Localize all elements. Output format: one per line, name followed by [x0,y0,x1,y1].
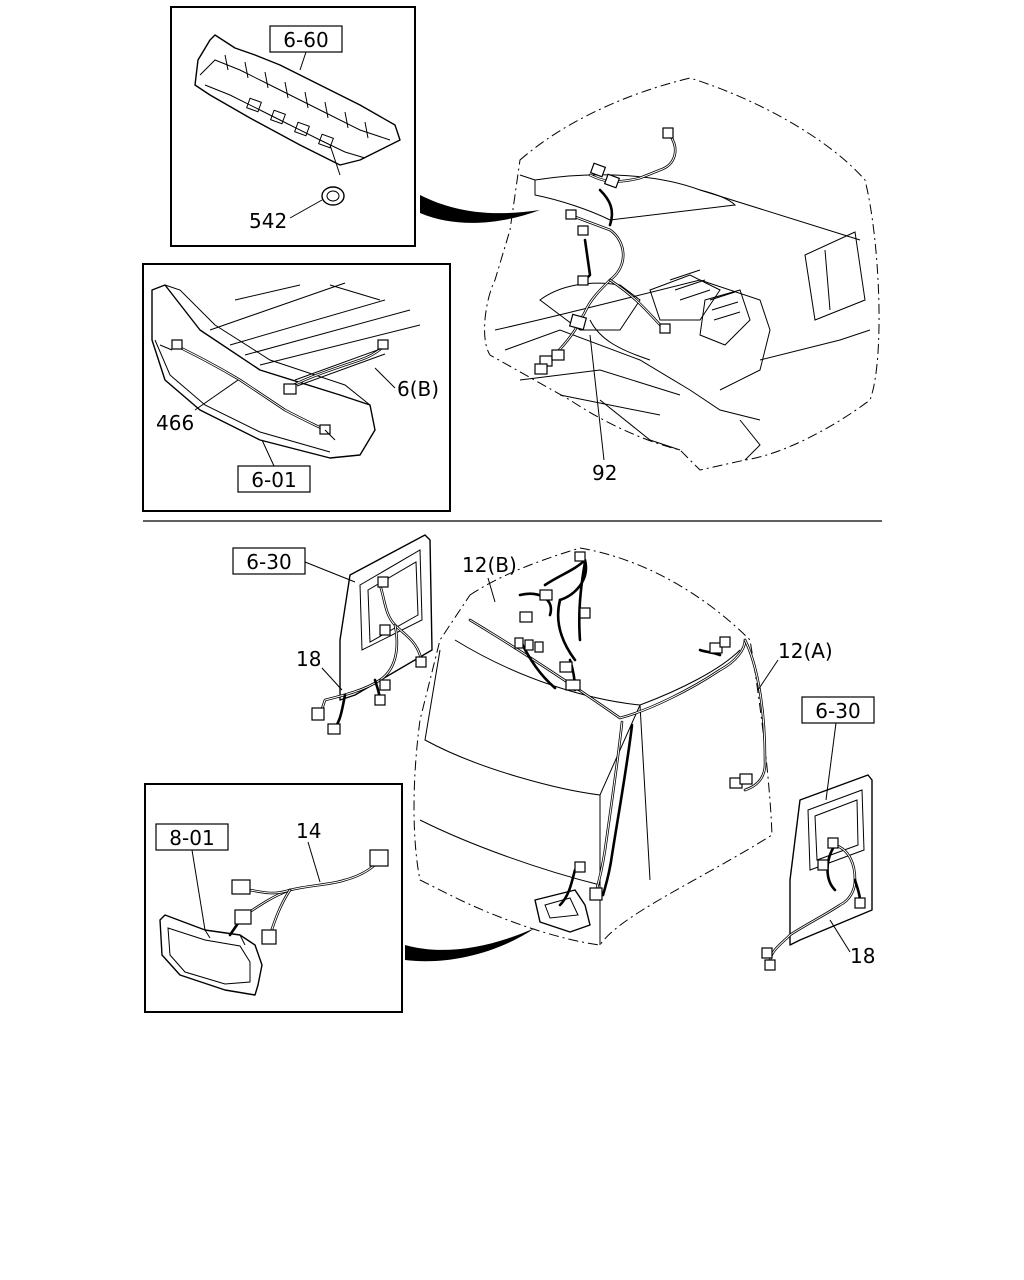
door-left-ref-label: 6-30 [246,550,291,574]
headlamp-illustration [159,849,389,996]
right-door-illustration [761,774,873,971]
cab-interior-illustration [484,77,880,471]
door-right-ref-tag [801,696,875,724]
bumper-ref-label: 6-01 [251,468,296,492]
part-18-left-label: 18 [296,647,321,671]
part-12b-label: 12(B) [462,553,517,577]
pointer-arrow-top [420,195,540,223]
part-6b-label: 6(B) [397,377,439,401]
door-left-ref-tag [232,547,306,575]
part-542-label: 542 [249,209,287,233]
door-right-ref-label: 6-30 [815,699,860,723]
part-12a-label: 12(A) [778,639,833,663]
lamp-ref-tag [155,823,229,851]
part-92-label: 92 [592,461,617,485]
inset-headlamp: 8-01 14 [144,783,403,1013]
inset-bumper: 466 6(B) 6-01 [142,263,451,512]
left-door-illustration [311,534,433,735]
cab-exterior-illustration [413,547,773,946]
part-466-label: 466 [156,411,194,435]
upper-panel-illustration [194,34,401,206]
panel-ref-label: 6-60 [283,28,328,52]
leader-92 [589,334,605,461]
inset-upper-panel: 6-60 542 [170,6,416,247]
bumper-illustration [151,282,421,459]
pointer-arrow-bottom [405,928,535,962]
part-18-right-label: 18 [850,944,875,968]
part-14-label: 14 [296,819,321,843]
panel-ref-tag [269,25,343,53]
lamp-ref-label: 8-01 [169,826,214,850]
